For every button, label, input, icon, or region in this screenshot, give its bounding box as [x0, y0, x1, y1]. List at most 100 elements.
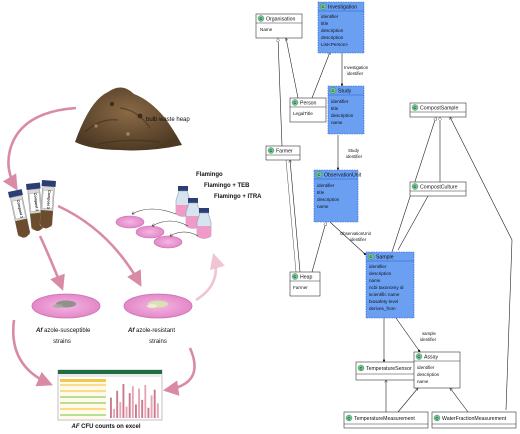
dish-resistant	[123, 293, 193, 319]
class-icon	[433, 414, 441, 422]
class-compostsample[interactable]: C CompostSample	[409, 102, 467, 118]
waste-heap-image	[75, 87, 182, 151]
dish-susceptible	[31, 293, 101, 319]
class-observationunit[interactable]: C ObservationUnit identifier title descr…	[313, 169, 362, 223]
flask-flamingo-teb	[185, 198, 201, 229]
tube-2: Compost 2	[26, 182, 44, 232]
attr: name	[317, 204, 329, 209]
attr: title	[317, 190, 325, 195]
class-study[interactable]: C Study identifier title description nam…	[327, 85, 365, 135]
tube-1-label: Compost 1	[16, 199, 24, 218]
attr: identifier	[417, 365, 435, 370]
flask-label-flamingo-itra: Flamingo + ITRA	[214, 194, 262, 200]
class-waterfractionmeasurement[interactable]: C WaterFractionMeasurement	[431, 411, 517, 429]
excel-bar	[150, 395, 153, 418]
attr: Name	[260, 27, 273, 32]
edge-heap-farmer	[290, 160, 301, 273]
class-icon-letter: C	[332, 88, 335, 93]
class-icon-letter: C	[318, 172, 321, 177]
attr: Farmer	[293, 285, 308, 290]
class-sample[interactable]: C Sample identifier description name ncb…	[365, 251, 415, 319]
class-icon	[415, 353, 423, 360]
attr: biosafety level	[369, 299, 398, 304]
class-icon	[329, 87, 337, 94]
excel-bar	[131, 386, 134, 418]
excel-bar	[122, 384, 125, 418]
class-icon	[291, 273, 299, 280]
excel-bar	[116, 390, 119, 418]
resistant-label-line1: Af azole-resistant	[127, 328, 175, 334]
uml-edges	[278, 38, 513, 413]
edge-waterfraction-compostsample	[450, 117, 513, 411]
class-icon-letter: C	[370, 254, 373, 259]
class-name: WaterFractionMeasurement	[442, 416, 507, 422]
arrow-resistant-to-flasks	[195, 252, 225, 302]
excel-bar	[144, 385, 147, 418]
attr: description	[321, 28, 344, 33]
edge-label-study-id: identifier	[346, 154, 363, 159]
edge-farmer-organisation	[278, 38, 283, 147]
edge-tempmeasure-assay	[397, 388, 418, 413]
attr: name	[369, 278, 381, 283]
class-icon-letter: C	[436, 416, 439, 421]
class-name: Sample	[376, 255, 394, 261]
class-icon	[357, 364, 365, 372]
edge-assay-sample	[395, 317, 421, 353]
class-icon-letter: C	[294, 100, 297, 105]
selection-plates	[115, 208, 199, 249]
class-compostculture[interactable]: C CompostCulture	[409, 181, 467, 197]
edge-label-sample: sample	[422, 331, 436, 336]
class-icon-letter: C	[270, 148, 273, 153]
tube-3: Compost 3	[39, 180, 56, 229]
excel-bar	[113, 408, 116, 418]
excel-bar	[156, 403, 159, 418]
class-assay[interactable]: C Assay identifier description name	[413, 351, 461, 389]
attr: description	[331, 113, 354, 118]
flask-label-flamingo-teb: Flamingo + TEB	[204, 183, 250, 189]
attr: description	[417, 372, 440, 377]
class-icon	[319, 3, 327, 10]
class-icon	[411, 183, 419, 190]
attr: derives_from	[369, 306, 396, 311]
class-name: Investigation	[328, 5, 357, 11]
class-name: Heap	[300, 275, 313, 281]
class-organisation[interactable]: C Organisation Name	[255, 13, 303, 39]
edge-compostculture-sample	[397, 195, 429, 251]
class-person[interactable]: C Person LegalTitle	[289, 97, 327, 123]
excel-grid	[60, 379, 106, 419]
class-icon	[411, 104, 419, 111]
class-name: TemperatureMeasurement	[354, 416, 415, 422]
arrow-susceptible-to-excel	[11, 319, 53, 387]
class-icon-letter: C	[414, 184, 417, 189]
excel-bar	[128, 393, 131, 418]
excel-bar-chart	[110, 384, 159, 418]
class-heap[interactable]: C Heap Farmer	[289, 271, 321, 297]
attr: name	[417, 379, 429, 384]
attr: description	[321, 35, 344, 40]
class-icon	[315, 171, 323, 178]
class-icon-letter: C	[260, 16, 263, 21]
class-name: ObservationUnit	[324, 173, 362, 179]
excel-bar	[141, 399, 144, 418]
class-name: Organisation	[266, 17, 296, 23]
attr: identifier	[331, 99, 349, 104]
class-icon-letter: C	[294, 274, 297, 279]
class-investigation[interactable]: C Investigation identifier title descrip…	[317, 1, 365, 54]
excel-bar	[125, 406, 128, 418]
class-name: CompostSample	[420, 106, 458, 112]
attr: title	[321, 21, 329, 26]
excel-bar	[138, 388, 141, 418]
arrow-tubes-to-susceptible	[38, 235, 65, 291]
class-farmer[interactable]: C Farmer	[265, 145, 301, 161]
attr: identifier	[321, 14, 339, 19]
attr: scientific name	[369, 292, 400, 297]
attr: description	[369, 271, 392, 276]
class-temperaturesensor[interactable]: C TemperatureSensor	[355, 361, 417, 381]
flask-flamingo-itra	[196, 208, 212, 239]
class-temperaturemeasurement[interactable]: C TemperatureMeasurement	[343, 411, 429, 429]
excel-bar	[119, 402, 122, 418]
edge-sample-obsunit	[329, 221, 367, 256]
arrow-tubes-to-resistant	[57, 204, 142, 287]
class-icon	[367, 253, 375, 260]
